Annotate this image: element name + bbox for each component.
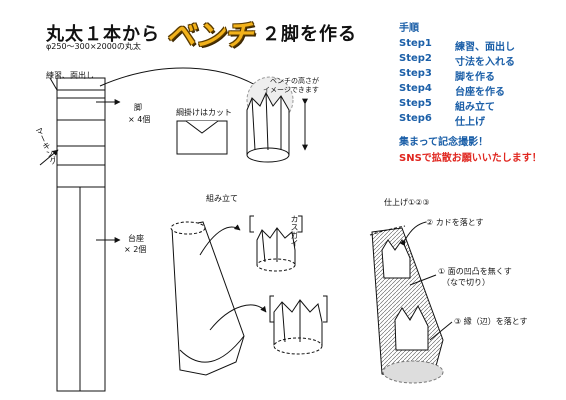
assembly-leg-bottom: [269, 295, 328, 355]
photo-note: 集まって記念撮影！: [399, 137, 489, 148]
title-bench-word: ベンチ: [166, 18, 254, 52]
assemble-label: 組み立て: [206, 194, 238, 203]
finish-label: 仕上げ①②③: [384, 198, 430, 207]
log-drawing: [56, 77, 106, 392]
cut-note: 綱掛けはカット: [176, 108, 232, 117]
seat-half-log: [170, 221, 245, 376]
step-4-num: Step4: [399, 83, 432, 94]
step-5-text: 組み立て: [455, 102, 495, 113]
assembly-leg-top: [249, 215, 303, 272]
seat-title: 台座: [128, 234, 144, 243]
step-4-text: 台座を作る: [455, 87, 505, 98]
step-6-text: 仕上げ: [455, 117, 485, 128]
finish-step-1-note: （なで切り）: [442, 278, 490, 287]
log-size-note: φ250～300×2000の丸太: [46, 42, 141, 51]
step-3-text: 脚を作る: [455, 72, 495, 83]
practice-label: 練習、面出し: [46, 71, 94, 80]
steps-heading: 手順: [399, 23, 419, 34]
step-1-num: Step1: [399, 38, 432, 49]
height-note-line2: イメージできます: [263, 86, 319, 94]
kasugai-label: カスガイ: [290, 215, 299, 247]
step-5-num: Step5: [399, 98, 432, 109]
title-suffix: ２脚を作る: [262, 24, 357, 45]
leg-title: 脚: [134, 103, 142, 112]
title-prefix: 丸太１本から: [46, 24, 160, 45]
step-2-text: 寸法を入れる: [455, 57, 515, 68]
finished-bench: [369, 225, 444, 384]
seat-count: × 2個: [124, 245, 147, 254]
finish-step-1: ① 面の凹凸を無くす: [438, 267, 512, 276]
leg-count: × 4個: [128, 115, 151, 124]
cut-block: [176, 120, 228, 155]
step-1-text: 練習、面出し: [455, 42, 515, 53]
finish-step-2: ② カドを落とす: [426, 218, 484, 227]
height-note-line1: ベンチの高さが: [270, 77, 319, 85]
step-3-num: Step3: [399, 68, 432, 79]
leg-height-sketch: [246, 76, 308, 163]
sns-note: SNSで拡散お願いいたします！: [399, 153, 542, 164]
finish-step-3: ③ 縁（辺）を落とす: [454, 317, 528, 326]
step-2-num: Step2: [399, 53, 432, 64]
step-6-num: Step6: [399, 113, 432, 124]
